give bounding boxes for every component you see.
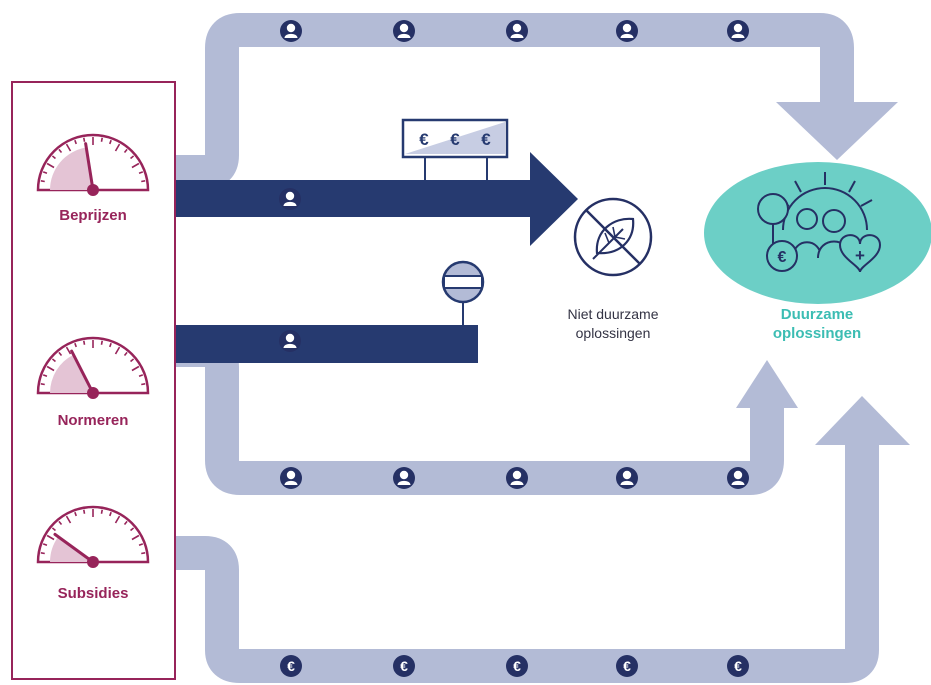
gauge-icon-beprijzen: [36, 133, 150, 196]
middle-light-flow: [176, 333, 784, 495]
bottom-flow-arrowhead: [815, 396, 910, 445]
person-icon: [727, 20, 749, 42]
dark-bar-normeren: [176, 325, 478, 363]
euro-icon: [616, 655, 638, 677]
euro-icon: [280, 655, 302, 677]
person-icon: [616, 20, 638, 42]
euro-icon: [506, 655, 528, 677]
person-icon: [279, 188, 301, 210]
sustainable-plus-symbol: +: [855, 246, 865, 265]
lever-label-subsidies: Subsidies: [57, 585, 129, 602]
person-icon: [393, 20, 415, 42]
person-icon: [506, 467, 528, 489]
person-icon: [506, 20, 528, 42]
top-light-flow: [176, 12, 854, 189]
dark-arrow-beprijzen: [176, 152, 578, 246]
person-icon: [279, 330, 301, 352]
price-sign-euro-3: €: [481, 130, 491, 149]
sustainable-euro-symbol: €: [778, 249, 787, 266]
price-sign-euro-2: €: [450, 130, 460, 149]
sustainable-label-line1: Duurzame: [780, 306, 854, 323]
no-leaf-icon: [573, 197, 653, 277]
sustainable-solutions-icon: [757, 172, 882, 273]
top-flow-arrowhead: [776, 102, 898, 160]
lever-label-normeren: Normeren: [57, 412, 129, 429]
gauge-icon-subsidies: [36, 505, 150, 568]
no-entry-sign-icon: [441, 260, 485, 326]
sustainable-label: Duurzame oplossingen: [747, 305, 887, 343]
person-icon: [727, 467, 749, 489]
bottom-light-flow: [176, 440, 879, 683]
person-icon: [616, 467, 638, 489]
price-sign-euro-1: €: [419, 130, 429, 149]
sustainable-label-line2: oplossingen: [772, 325, 862, 342]
non-sustainable-label-line2: oplossingen: [575, 325, 651, 341]
lever-label-beprijzen: Beprijzen: [59, 207, 127, 224]
gauge-icon-normeren: [36, 336, 150, 399]
euro-icon: [727, 655, 749, 677]
person-icon: [393, 467, 415, 489]
non-sustainable-label: Niet duurzame oplossingen: [543, 305, 683, 343]
sustainable-ellipse: [704, 162, 931, 304]
euro-icon: [393, 655, 415, 677]
price-sign: € € €: [401, 118, 509, 181]
person-icon: [280, 20, 302, 42]
middle-flow-arrowhead: [736, 360, 798, 408]
person-icon: [280, 467, 302, 489]
non-sustainable-label-line1: Niet duurzame: [567, 306, 659, 322]
